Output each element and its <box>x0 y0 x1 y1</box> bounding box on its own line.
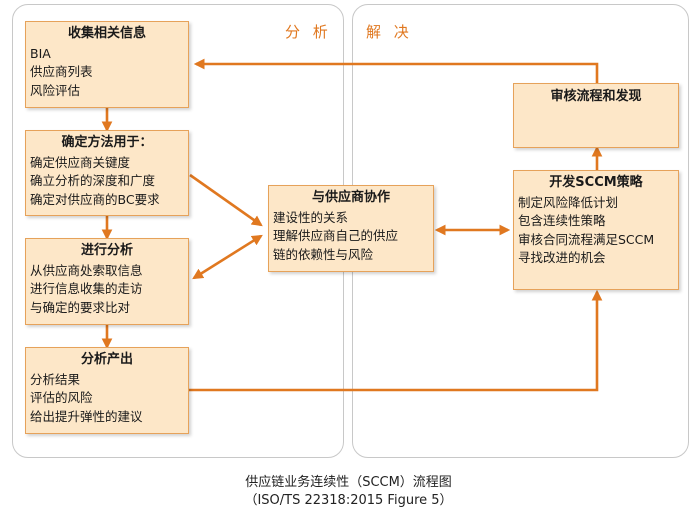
collect-info-item: 风险评估 <box>30 82 81 98</box>
arrow-method-to-collaborate <box>189 173 263 227</box>
analysis-output-item: 评估的风险 <box>30 390 93 405</box>
audit-findings-box: 审核流程和发现 <box>513 83 679 148</box>
resolve-panel-label: 解 决 <box>366 23 413 41</box>
arrow-audit-to-collect <box>193 58 599 83</box>
sccm-strategy-title: 开发SCCM策略 <box>549 175 643 190</box>
analysis-output-item: 给出提升弹性的建议 <box>30 408 143 424</box>
collect-info-title: 收集相关信息 <box>67 26 146 41</box>
perform-analysis-item: 进行信息收集的走访 <box>30 281 143 296</box>
collect-info-item: 供应商列表 <box>30 64 93 79</box>
supplier-collaboration-item: 理解供应商自己的供应 <box>273 228 399 243</box>
analysis-output-item: 分析结果 <box>30 371 81 387</box>
figure-caption-source: （ISO/TS 22318:2015 Figure 5） <box>244 493 453 508</box>
perform-analysis-item: 从供应商处索取信息 <box>30 262 143 278</box>
supplier-collaboration-box: 与供应商协作 建设性的关系 理解供应商自己的供应 链的依赖性与风险 <box>268 185 434 272</box>
perform-analysis-item: 与确定的要求比对 <box>30 299 131 315</box>
supplier-collaboration-title: 与供应商协作 <box>311 190 390 205</box>
method-box: 确定方法用于： 确定供应商关键度 确立分析的深度和广度 确定对供应商的BC要求 <box>25 130 189 216</box>
method-title: 确定方法用于： <box>61 135 153 150</box>
arrow-perform-collaborate <box>192 234 263 280</box>
collect-info-box: 收集相关信息 BIA 供应商列表 风险评估 <box>25 21 189 108</box>
analysis-output-box: 分析产出 分析结果 评估的风险 给出提升弹性的建议 <box>25 347 189 434</box>
method-item: 确定对供应商的BC要求 <box>30 191 160 207</box>
analysis-panel-label: 分 析 <box>285 23 332 41</box>
supplier-collaboration-item: 建设性的关系 <box>273 209 349 225</box>
audit-findings-title: 审核流程和发现 <box>550 89 642 104</box>
method-item: 确定供应商关键度 <box>30 154 131 170</box>
sccm-strategy-box: 开发SCCM策略 制定风险降低计划 包含连续性策略 审核合同流程满足SCCM 寻… <box>513 170 679 290</box>
sccm-strategy-item: 审核合同流程满足SCCM <box>518 231 655 247</box>
sccm-strategy-item: 寻找改进的机会 <box>518 250 606 265</box>
method-item: 确立分析的深度和广度 <box>30 173 156 188</box>
perform-analysis-box: 进行分析 从供应商处索取信息 进行信息收集的走访 与确定的要求比对 <box>25 238 189 325</box>
figure-caption-title: 供应链业务连续性（SCCM）流程图 <box>245 475 452 490</box>
sccm-strategy-item: 包含连续性策略 <box>518 213 606 228</box>
collect-info-item: BIA <box>30 45 51 61</box>
arrow-output-to-strategy <box>189 289 603 392</box>
analysis-output-title: 分析产出 <box>80 352 133 367</box>
sccm-strategy-item: 制定风险降低计划 <box>518 194 619 210</box>
perform-analysis-title: 进行分析 <box>80 243 133 258</box>
supplier-collaboration-item: 链的依赖性与风险 <box>273 246 374 262</box>
